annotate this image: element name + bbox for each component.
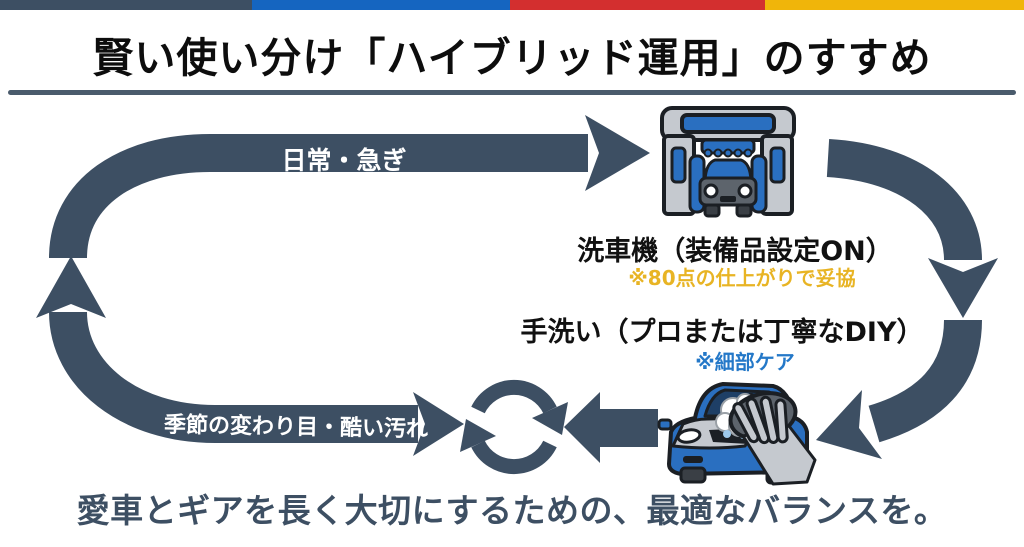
page-title: 賢い使い分け「ハイブリッド運用」のすすめ [92,34,932,82]
left-arrow [564,392,658,463]
top-bar-segment-slate [0,0,252,10]
machine-wash-label: 洗車機（装備品設定ON） [577,236,893,267]
top-arrow-label: 日常・急ぎ [281,146,407,175]
hand-wash-car-icon [657,382,817,486]
hand-wash-note: ※細部ケア [695,350,795,374]
top-bar-segment-red [510,0,765,10]
title-divider [8,90,1016,95]
top-bar-segment-yellow [765,0,1024,10]
machine-wash-note: ※80点の仕上がりで妥協 [628,266,856,290]
hand-wash-label: 手洗い（プロまたは丁寧なDIY） [520,317,924,348]
top-bar-segment-blue [252,0,510,10]
cycle-sync-icon [460,380,568,474]
bottom-arrow-label: 季節の変わり目・酷い汚れ [163,412,429,443]
tagline: 愛車とギアを長く大切にするための、最適なバランスを。 [76,491,948,530]
top-color-bar [0,0,1024,10]
car-wash-machine-icon [660,106,796,218]
